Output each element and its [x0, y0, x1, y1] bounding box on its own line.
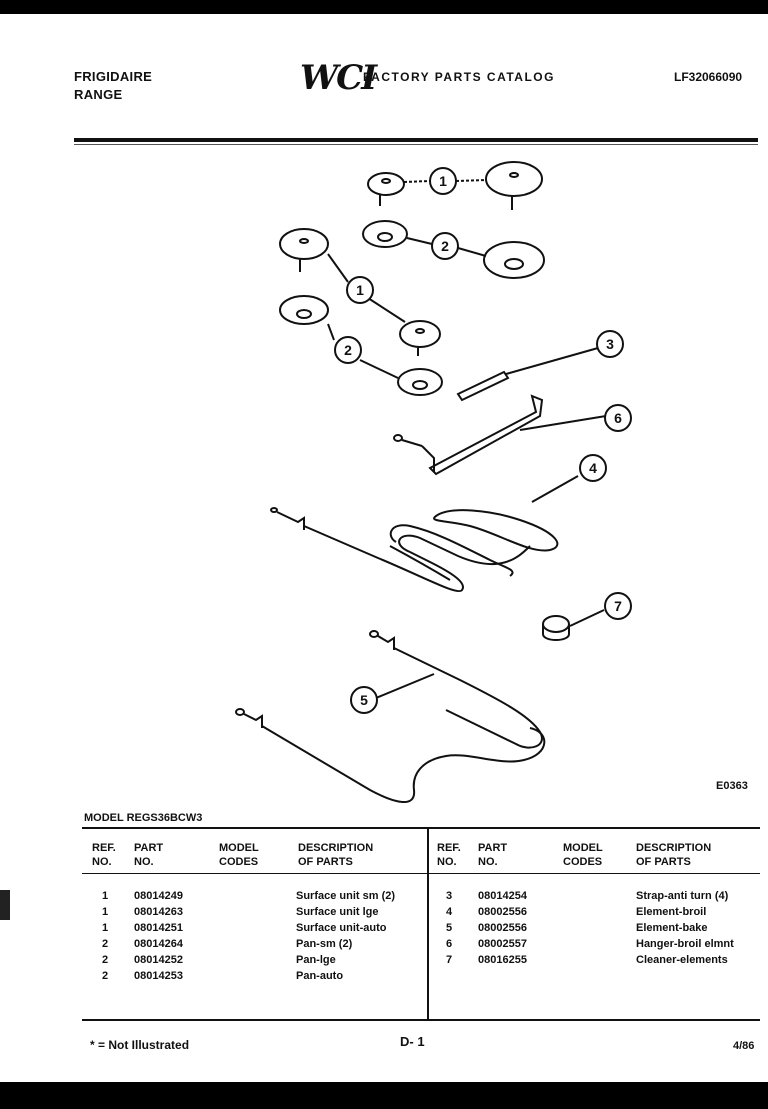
callout-7: 7	[614, 598, 622, 614]
header-rule-thin	[74, 144, 758, 145]
callout-6: 6	[614, 410, 622, 426]
page-number: D- 1	[400, 1034, 425, 1049]
wci-logo: WCI	[300, 58, 377, 98]
callout-2a: 2	[441, 238, 449, 254]
diagram-code: E0363	[716, 780, 748, 792]
catalog-title: FACTORY PARTS CATALOG	[363, 70, 555, 84]
brand-block: FRIGIDAIRE RANGE	[74, 68, 152, 104]
callout-3: 3	[606, 336, 614, 352]
header-rule	[74, 138, 758, 142]
surface-unit-small	[367, 172, 405, 206]
bake-element	[235, 630, 546, 804]
not-illustrated-note: * = Not Illustrated	[90, 1038, 190, 1052]
col-header-ref-right: REF.NO.	[437, 842, 461, 868]
pan-auto	[279, 295, 329, 325]
callout-1a: 1	[439, 173, 447, 189]
top-border	[0, 0, 768, 14]
document-number: LF32066090	[674, 70, 743, 84]
callout-5: 5	[360, 692, 368, 708]
callout-labels: 1 2 1 2 3 6 4 7 5	[344, 173, 622, 708]
surface-unit-auto	[279, 228, 329, 272]
callout-2b: 2	[344, 342, 352, 358]
exploded-parts-diagram: 1 2 1 2 3 6 4 7 5	[235, 161, 632, 804]
broil-element	[270, 475, 579, 593]
model-number: MODEL REGS36BCW3	[84, 812, 203, 824]
pan-large	[483, 241, 545, 279]
anti-turn-strap	[456, 347, 599, 402]
pan-small	[362, 220, 408, 248]
scan-mark	[0, 890, 10, 920]
col-header-ref: REF.NO.	[92, 842, 116, 868]
brand-name: FRIGIDAIRE	[74, 69, 153, 84]
table-divider	[427, 829, 429, 1019]
catalog-date: 4/86	[733, 1040, 755, 1052]
product-type: RANGE	[74, 87, 123, 102]
callout-circles	[334, 167, 632, 714]
callout-1b: 1	[356, 282, 364, 298]
header-divider	[82, 873, 760, 874]
element-cleaner	[542, 609, 605, 641]
callout-4: 4	[589, 460, 597, 476]
broil-hanger	[393, 394, 607, 476]
bottom-border	[0, 1082, 768, 1109]
surface-unit-front	[399, 320, 441, 356]
pan-front	[397, 368, 443, 396]
surface-unit-large	[485, 161, 543, 210]
